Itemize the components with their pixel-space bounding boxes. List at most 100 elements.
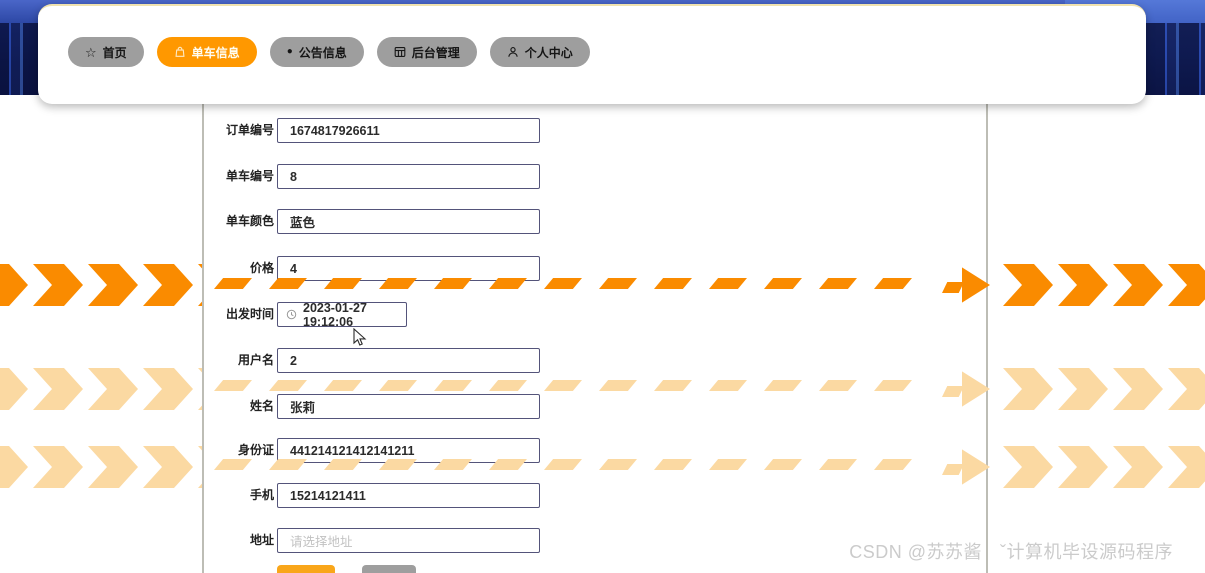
chevron-arrow xyxy=(143,368,193,410)
input-real-name[interactable]: 张莉 xyxy=(277,394,540,419)
arrow-dash xyxy=(214,459,252,470)
chevron-arrow xyxy=(0,368,28,410)
input-bike-color[interactable]: 蓝色 xyxy=(277,209,540,234)
arrow-dash xyxy=(599,278,637,289)
arrow-dash xyxy=(324,380,362,391)
chevron-arrow xyxy=(88,264,138,306)
arrow-dash xyxy=(434,278,472,289)
chevron-arrow xyxy=(1168,264,1205,306)
nav-item-notice-info[interactable]: ● 公告信息 xyxy=(269,37,364,67)
arrow-head-point xyxy=(962,449,990,485)
input-order-number[interactable]: 1674817926611 xyxy=(277,118,540,143)
chevron-arrow xyxy=(1003,368,1053,410)
bag-icon xyxy=(174,46,186,58)
nav-item-bike-info[interactable]: 单车信息 xyxy=(156,37,257,67)
top-nav-card: ☆首页单车信息 ● 公告信息 后台管理 个人中心 xyxy=(38,4,1146,104)
arrow-dash xyxy=(214,278,252,289)
chevron-arrow xyxy=(1058,446,1108,488)
arrow-dash xyxy=(324,459,362,470)
chevron-arrow xyxy=(88,446,138,488)
watermark-author: CSDN @苏苏酱 xyxy=(849,542,982,562)
form-row-price: 价格 4 xyxy=(204,256,986,281)
arrow-dash xyxy=(599,459,637,470)
value-price: 4 xyxy=(290,261,297,276)
label-price: 价格 xyxy=(249,261,274,275)
input-address[interactable]: 请选择地址 xyxy=(277,528,540,553)
arrow-dash xyxy=(874,459,912,470)
value-order-number: 1674817926611 xyxy=(290,123,380,138)
arrow-dash xyxy=(819,278,857,289)
chevron-arrow xyxy=(143,446,193,488)
arrow-dash xyxy=(269,459,307,470)
arrow-dash xyxy=(434,459,472,470)
nav-item-label: 公告信息 xyxy=(298,45,347,60)
arrow-dash xyxy=(379,380,417,391)
arrow-head xyxy=(942,447,990,487)
arrow-head-tail xyxy=(942,282,964,293)
value-username: 2 xyxy=(290,353,297,368)
chevron-arrow xyxy=(1003,264,1053,306)
arrow-head-tail xyxy=(942,464,964,475)
arrow-head-point xyxy=(962,267,990,303)
nav-item-profile[interactable]: 个人中心 xyxy=(489,37,590,67)
arrow-dash xyxy=(379,278,417,289)
input-username[interactable]: 2 xyxy=(277,348,540,373)
input-phone[interactable]: 15214121411 xyxy=(277,483,540,508)
arrow-dash xyxy=(214,380,252,391)
arrow-dash xyxy=(379,459,417,470)
label-address: 地址 xyxy=(249,533,274,547)
chevron-arrow xyxy=(1058,264,1108,306)
arrow-head-point xyxy=(962,371,990,407)
submit-button[interactable] xyxy=(277,565,335,573)
chevron-arrow xyxy=(1113,264,1163,306)
value-bike-color: 蓝色 xyxy=(290,216,316,230)
nav-buttons: ☆首页单车信息 ● 公告信息 后台管理 个人中心 xyxy=(68,37,590,67)
arrow-head xyxy=(942,369,990,409)
chevron-arrow xyxy=(1113,446,1163,488)
chevron-arrow xyxy=(1113,368,1163,410)
arrow-dash xyxy=(764,380,802,391)
chevron-arrow xyxy=(143,264,193,306)
value-real-name: 张莉 xyxy=(290,401,316,415)
input-price[interactable]: 4 xyxy=(277,256,540,281)
input-bike-number[interactable]: 8 xyxy=(277,164,540,189)
arrow-dash xyxy=(764,278,802,289)
star-icon: ☆ xyxy=(85,44,97,60)
arrow-dash xyxy=(489,380,527,391)
arrow-dash xyxy=(324,278,362,289)
input-depart-time[interactable]: 2023-01-27 19:12:06 xyxy=(277,301,407,329)
chevron-arrow xyxy=(1003,446,1053,488)
nav-item-home[interactable]: ☆首页 xyxy=(68,37,144,67)
input-id-card[interactable]: 441214121412141211 xyxy=(277,438,540,463)
nav-item-admin[interactable]: 后台管理 xyxy=(376,37,477,67)
chevron-arrow xyxy=(0,264,28,306)
label-bike-number: 单车编号 xyxy=(225,169,274,183)
arrow-head-tail xyxy=(942,386,964,397)
arrow-dash xyxy=(874,278,912,289)
circle-icon: ● xyxy=(286,46,293,57)
chevron-arrow xyxy=(33,264,83,306)
label-username: 用户名 xyxy=(237,353,274,367)
grid-icon xyxy=(394,46,406,58)
arrow-dash xyxy=(654,459,692,470)
reset-button[interactable] xyxy=(362,565,416,573)
form-row-real-name: 姓名张莉 xyxy=(204,394,986,419)
arrow-dash xyxy=(544,278,582,289)
arrow-dash xyxy=(819,380,857,391)
arrow-dash xyxy=(489,459,527,470)
arrow-dash xyxy=(654,278,692,289)
arrow-dash xyxy=(269,380,307,391)
arrow-dash xyxy=(709,459,747,470)
arrow-dash xyxy=(709,380,747,391)
nav-item-label: 个人中心 xyxy=(524,45,573,60)
chevron-arrow xyxy=(1058,368,1108,410)
arrow-dash xyxy=(544,459,582,470)
form-row-address: 地址请选择地址 xyxy=(204,528,986,553)
label-order-number: 订单编号 xyxy=(225,123,274,137)
arrow-dash xyxy=(874,380,912,391)
arrow-dash xyxy=(269,278,307,289)
chevron-arrow xyxy=(1168,368,1205,410)
